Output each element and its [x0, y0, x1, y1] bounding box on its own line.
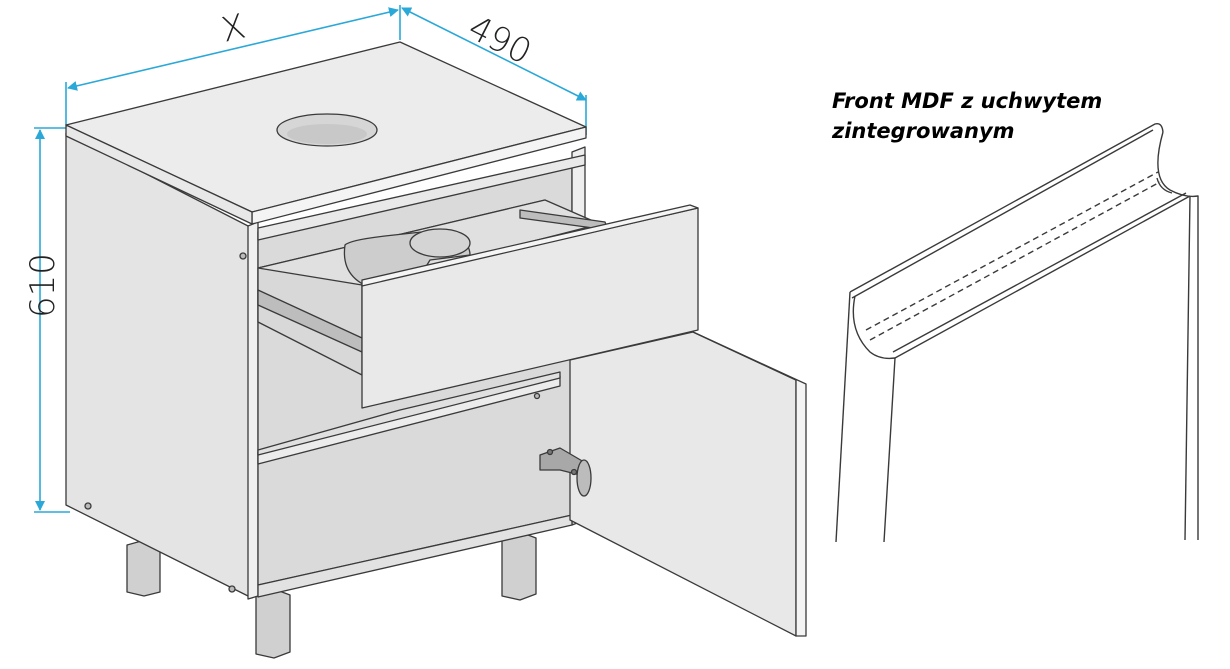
profile-face-top [894, 195, 1191, 359]
profile-face-top-2 [892, 192, 1187, 353]
leg-back-right [501, 531, 537, 601]
sink-hole-inner [287, 124, 367, 144]
top-panel-left-edge [65, 124, 253, 225]
profile-top-edge [849, 122, 1164, 293]
profile-groove-dashed-2 [865, 171, 1159, 331]
screw-bottom-front [228, 585, 236, 593]
drawer [257, 199, 699, 409]
screw-shelf [533, 392, 541, 400]
front-profile-caption: Front MDF z uchwytem zintegrowanym [832, 86, 1132, 146]
height-label: 610 [23, 253, 63, 318]
screw-bottom-left [84, 502, 92, 510]
width-dimension-line [67, 7, 399, 91]
door [539, 331, 807, 637]
profile-right-edge [1184, 195, 1191, 541]
profile-left-edge-inner [852, 295, 896, 543]
profile-groove-dashed-1 [869, 181, 1161, 341]
door-hinge [539, 447, 592, 497]
legs [126, 531, 537, 659]
profile-left-edge [835, 291, 851, 543]
hinge-cup [576, 459, 592, 497]
door-panel [569, 331, 797, 637]
left-side-front-edge [247, 221, 259, 600]
mdf-front-profile [835, 122, 1199, 543]
screw-top-left [239, 252, 247, 260]
hinge-screw-1 [546, 448, 554, 456]
drawer-front-top-edge [361, 204, 699, 287]
cabinet-top-rail [257, 154, 586, 241]
cabinet [65, 41, 807, 659]
depth-dimension-line [401, 7, 587, 101]
door-edge [692, 331, 807, 637]
siphon-pipe [409, 228, 471, 258]
depth-label: 490 [462, 8, 538, 73]
hinge-screw-2 [570, 468, 578, 476]
profile-top-edge-inner [851, 129, 1154, 299]
caption-line-2: zintegrowanym [832, 119, 1015, 143]
profile-groove-lip [1156, 177, 1173, 194]
profile-groove-outer [1157, 131, 1199, 540]
leg-front-left [255, 588, 291, 659]
caption-line-1: Front MDF z uchwytem [832, 89, 1103, 113]
shelf-top [257, 371, 561, 456]
cabinet-floor [257, 514, 573, 598]
width-label: X [218, 7, 250, 51]
dimension-lines [34, 5, 587, 513]
